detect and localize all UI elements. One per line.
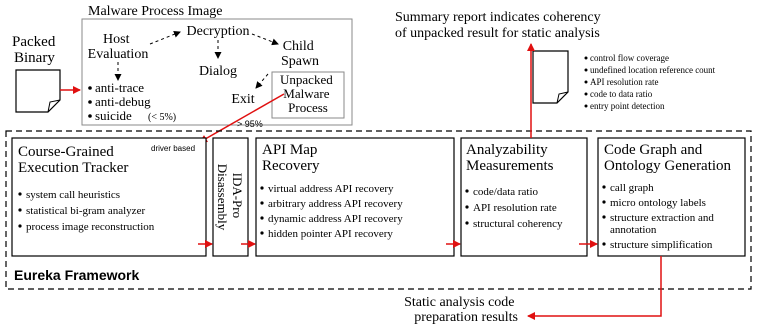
summary-item: code to data ratio: [590, 89, 653, 99]
analyzability-items: code/data ratio API resolution rate stru…: [465, 186, 563, 230]
summary-item: API resolution rate: [590, 77, 658, 87]
eureka-framework-frame: [5, 130, 752, 290]
arrow-codegraph-to-results: [527, 256, 662, 320]
tracker-item: statistical bi-gram analyzer: [26, 205, 145, 217]
api-item: arbitrary address API recovery: [268, 198, 403, 210]
codegraph-title: Code Graph and Ontology Generation: [604, 142, 732, 174]
ida-disassembly: IDA-Pro Disassembly: [212, 137, 249, 257]
unpacked-process-label: Unpacked Malware Process: [280, 72, 336, 115]
api-item: dynamic address API recovery: [268, 213, 403, 225]
tracker-item: system call heuristics: [26, 189, 120, 201]
tracker-title: Course-Grained Execution Tracker: [18, 144, 128, 176]
tracker-note: driver based: [151, 144, 195, 153]
execution-tracker: Course-Grained Execution Tracker driver …: [11, 137, 207, 257]
arrow-unpacked-to-tracker: [199, 93, 285, 143]
summary-items: control flow coverage undefined location…: [584, 53, 716, 111]
report-document-icon: [532, 50, 569, 104]
codegraph-item: micro ontology labels: [610, 197, 706, 209]
codegraph-box: [597, 137, 746, 257]
suicide-note: (< 5%): [148, 112, 176, 123]
ida-label: IDA-Pro Disassembly: [215, 164, 245, 231]
api-item: virtual address API recovery: [268, 183, 394, 195]
behavior-item: anti-debug: [95, 94, 151, 109]
codegraph-item: structure extraction and: [610, 212, 714, 224]
summary-item: undefined location reference count: [590, 65, 716, 75]
behavior-item: anti-trace: [95, 80, 144, 95]
unpacked-percentage: > 95%: [237, 119, 263, 129]
summary-title: Summary report indicates coherency of un…: [395, 10, 604, 41]
dialog-node: Dialog: [199, 64, 237, 79]
tracker-box: [11, 137, 207, 257]
api-items: virtual address API recovery arbitrary a…: [260, 183, 403, 240]
unpacked-process-box: [271, 71, 345, 119]
packed-binary: Packed Binary: [12, 34, 61, 113]
arrow-decryption-to-child: [251, 33, 279, 46]
analyzability-item: code/data ratio: [473, 186, 539, 198]
codegraph-items: call graph micro ontology labels structu…: [602, 182, 714, 251]
analyzability-title: Analyzability Measurements: [466, 142, 554, 174]
summary-item: control flow coverage: [590, 53, 669, 63]
codegraph-item: annotation: [610, 224, 657, 236]
analyzability-item: API resolution rate: [473, 202, 557, 214]
api-item: hidden pointer API recovery: [268, 228, 393, 240]
decryption-node: Decryption: [187, 24, 250, 39]
codegraph-item: structure simplification: [610, 239, 713, 251]
process-image-title: Malware Process Image: [88, 4, 223, 19]
tracker-item: process image reconstruction: [26, 221, 155, 233]
behavior-list: anti-trace anti-debug suicide (< 5%): [88, 80, 176, 123]
analyzability-item: structural coherency: [473, 218, 563, 230]
arrow-host-to-decryption: [149, 30, 181, 45]
api-map-recovery: API Map Recovery virtual address API rec…: [255, 137, 455, 257]
host-evaluation-node: Host Evaluation: [88, 32, 149, 62]
malware-process-image: Malware Process Image Host Evaluation De…: [81, 4, 353, 126]
code-graph-generation: Code Graph and Ontology Generation call …: [597, 137, 746, 257]
summary-report: Summary report indicates coherency of un…: [395, 10, 716, 111]
child-spawn-node: Child Spawn: [281, 39, 319, 69]
analyzability-measurements: Analyzability Measurements code/data rat…: [460, 137, 588, 257]
codegraph-item: call graph: [610, 182, 654, 194]
api-title: API Map Recovery: [262, 142, 321, 174]
packed-binary-label: Packed Binary: [12, 34, 59, 66]
api-box: [255, 137, 455, 257]
exit-node: Exit: [231, 92, 254, 107]
tracker-items: system call heuristics statistical bi-gr…: [18, 189, 155, 233]
packed-binary-document-icon: [15, 69, 61, 113]
ida-box: [212, 137, 249, 257]
summary-item: entry point detection: [590, 101, 665, 111]
analyzability-box: [460, 137, 588, 257]
framework-label: Eureka Framework: [14, 267, 139, 283]
results-label: Static analysis code preparation results: [404, 295, 518, 325]
behavior-item: suicide: [95, 108, 132, 123]
